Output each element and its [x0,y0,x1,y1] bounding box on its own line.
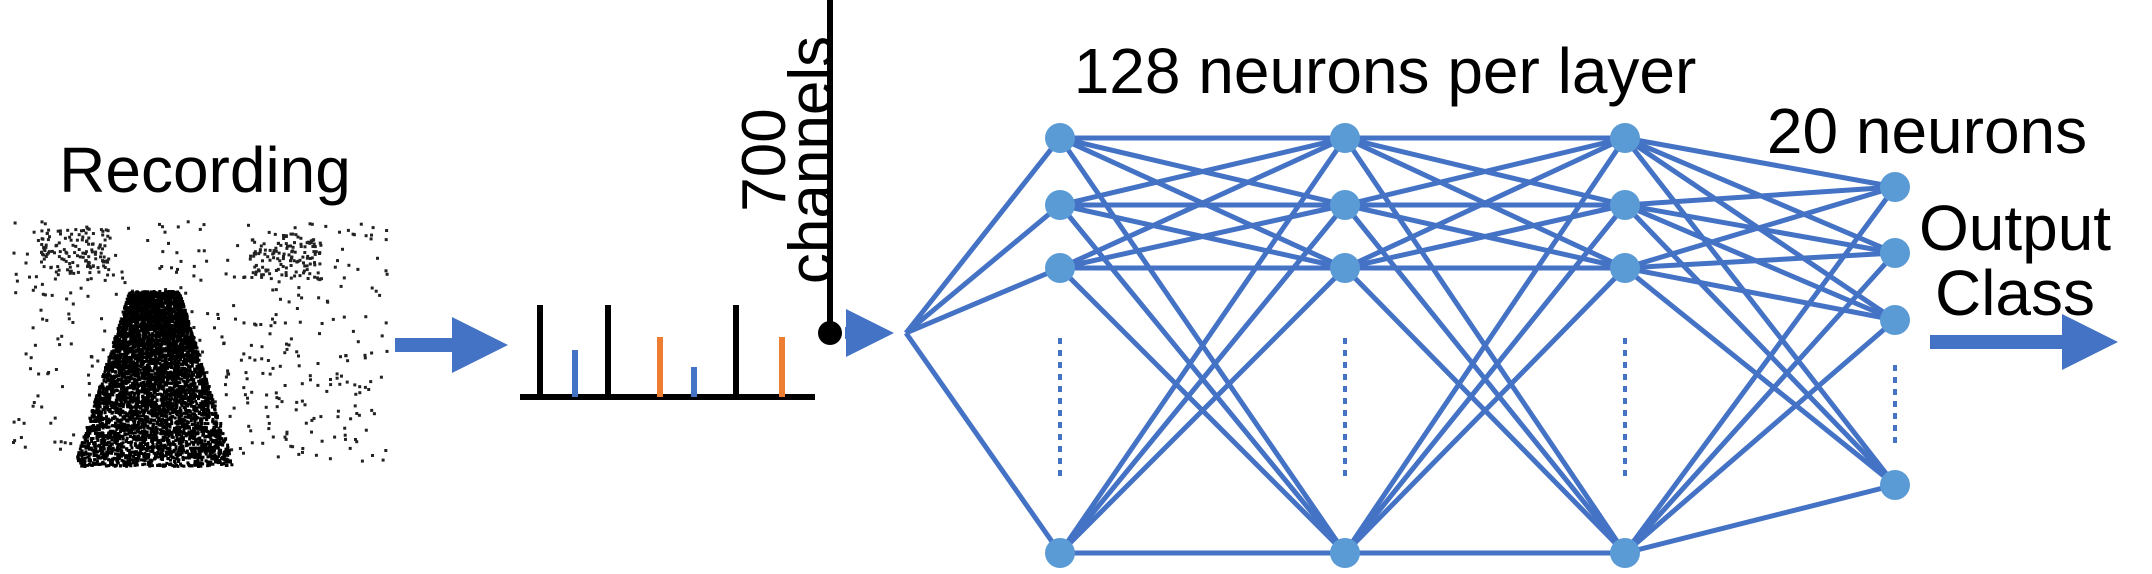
hidden-connection [1344,202,1626,271]
output-connection [1623,203,1897,487]
hidden-neuron [1045,123,1075,153]
output-class-label-line1: Output [1919,192,2111,264]
hidden-neuron [1610,253,1640,283]
output-neuron [1880,238,1910,268]
channels-point [818,321,842,345]
network-connections [903,135,1898,556]
input-connection [904,136,1062,335]
channels-word-label: channels [777,36,846,284]
hidden-connection [1343,266,1627,555]
ellipsis-markers [1058,338,1897,478]
hidden-neuron [1330,253,1360,283]
output-connection [1623,318,1897,555]
output-connection [1624,265,1896,323]
output-connection [1623,266,1897,487]
network-neurons [1045,123,1910,568]
hidden-connection [1058,203,1347,555]
channels-count-label: 700 [730,108,799,211]
hidden-neuron [1610,538,1640,568]
input-connection [905,265,1061,336]
output-connection [1623,251,1897,555]
hidden-connection [1343,203,1627,555]
hidden-neuron [1610,190,1640,220]
spike-train-plot [520,305,815,400]
hidden-connection [1343,135,1627,271]
hidden-layer-label: 128 neurons per layer [1074,35,1697,107]
hidden-neuron [1330,190,1360,220]
hidden-connection [1058,135,1347,271]
recording-raster-plot [12,220,389,468]
hidden-connection [1057,136,1348,555]
hidden-connection [1059,135,1346,208]
output-connection [1624,482,1896,556]
output-connection [1624,184,1896,208]
hidden-neuron [1045,253,1075,283]
output-connection [1624,184,1896,271]
output-neuron [1880,172,1910,202]
hidden-connection [1342,136,1628,555]
input-connection [904,203,1062,335]
hidden-neuron [1610,123,1640,153]
output-connection [1624,135,1896,190]
recording-label: Recording [59,134,351,206]
hidden-neuron [1045,538,1075,568]
output-layer-label: 20 neurons [1767,95,2087,167]
hidden-connection [1058,266,1347,555]
hidden-neuron [1045,190,1075,220]
output-connection [1624,250,1896,271]
output-neuron [1880,470,1910,500]
input-connection [903,331,1063,555]
hidden-connection [1059,202,1346,271]
hidden-neuron [1330,538,1360,568]
output-neuron [1880,305,1910,335]
hidden-neuron [1330,123,1360,153]
output-connection [1623,136,1897,487]
output-connection [1622,185,1898,555]
hidden-connection [1344,135,1626,208]
output-class-label-line2: Class [1935,257,2095,329]
